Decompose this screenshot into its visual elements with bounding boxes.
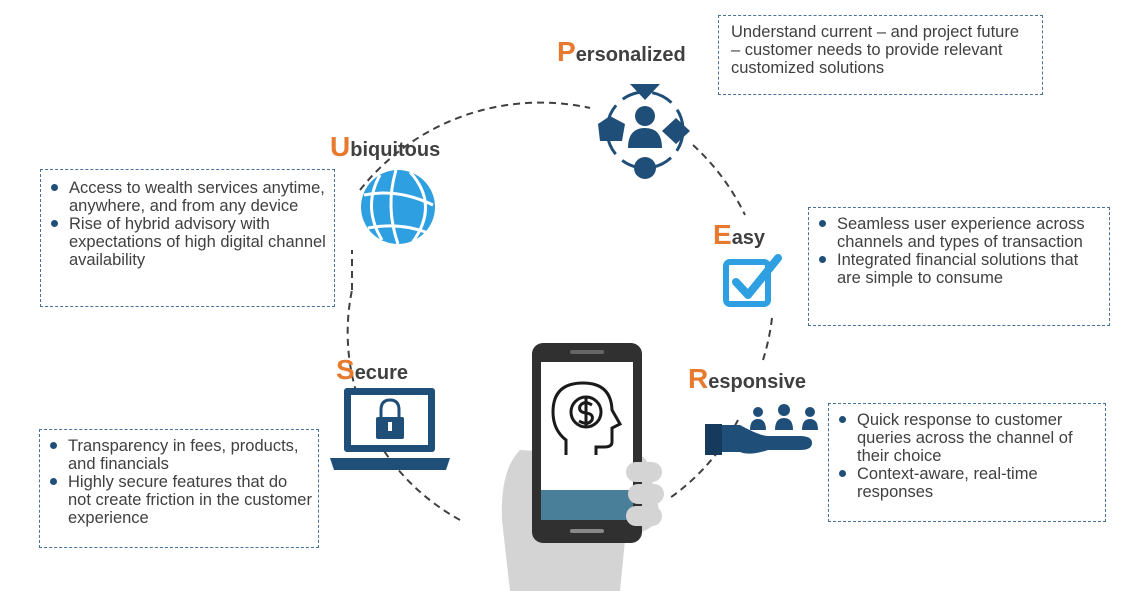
heading-responsive-initial: R bbox=[688, 363, 709, 394]
responsive-bullet-item: Quick response to customer queries acros… bbox=[833, 411, 1099, 465]
heading-secure: Secure bbox=[336, 356, 409, 385]
responsive-textbox: Quick response to customer queries acros… bbox=[828, 403, 1106, 522]
phone-in-hand-icon bbox=[501, 343, 664, 591]
heading-easy-initial: E bbox=[713, 219, 732, 250]
heading-ubiquitous: Ubiquitous bbox=[330, 133, 441, 162]
ubiquitous-bullet-item: Rise of hybrid advisory with expectation… bbox=[45, 215, 328, 269]
globe-icon bbox=[361, 169, 435, 245]
heading-ubiquitous-rest: biquitous bbox=[350, 139, 441, 161]
secure-bullet-item: Highly secure features that do not creat… bbox=[44, 473, 312, 527]
heading-easy-rest: asy bbox=[731, 227, 766, 249]
heading-personalized-rest: ersonalized bbox=[575, 44, 686, 66]
checkbox-icon bbox=[723, 254, 782, 307]
easy-bullet-item: Integrated financial solutions that are … bbox=[813, 251, 1103, 287]
heading-responsive-rest: esponsive bbox=[708, 371, 807, 393]
easy-bullet-list: Seamless user experience across channels… bbox=[813, 215, 1103, 287]
hand-people-icon bbox=[705, 404, 818, 455]
heading-responsive: Responsive bbox=[688, 365, 807, 394]
heading-personalized-initial: P bbox=[557, 36, 576, 67]
heading-easy: Easy bbox=[713, 221, 766, 250]
ubiquitous-textbox: Access to wealth services anytime, anywh… bbox=[40, 169, 335, 307]
heading-secure-initial: S bbox=[336, 354, 355, 385]
easy-bullet-item: Seamless user experience across channels… bbox=[813, 215, 1103, 251]
heading-secure-rest: ecure bbox=[354, 362, 409, 384]
customer-target-icon bbox=[598, 84, 690, 179]
secure-textbox: Transparency in fees, products, and fina… bbox=[39, 429, 319, 548]
secure-bullet-item: Transparency in fees, products, and fina… bbox=[44, 437, 312, 473]
personalized-textbox: Understand current – and project future … bbox=[718, 15, 1043, 95]
laptop-lock-icon bbox=[330, 388, 450, 470]
heading-ubiquitous-initial: U bbox=[330, 131, 351, 162]
head-dollar-icon bbox=[551, 381, 623, 455]
personalized-text: Understand current – and project future … bbox=[731, 23, 1020, 77]
secure-bullet-list: Transparency in fees, products, and fina… bbox=[44, 437, 312, 527]
ubiquitous-bullet-item: Access to wealth services anytime, anywh… bbox=[45, 179, 328, 215]
responsive-bullet-list: Quick response to customer queries acros… bbox=[833, 411, 1099, 501]
ubiquitous-bullet-list: Access to wealth services anytime, anywh… bbox=[45, 179, 328, 269]
easy-textbox: Seamless user experience across channels… bbox=[808, 207, 1110, 326]
heading-personalized: Personalized bbox=[557, 38, 686, 67]
responsive-bullet-item: Context-aware, real-time responses bbox=[833, 465, 1099, 501]
